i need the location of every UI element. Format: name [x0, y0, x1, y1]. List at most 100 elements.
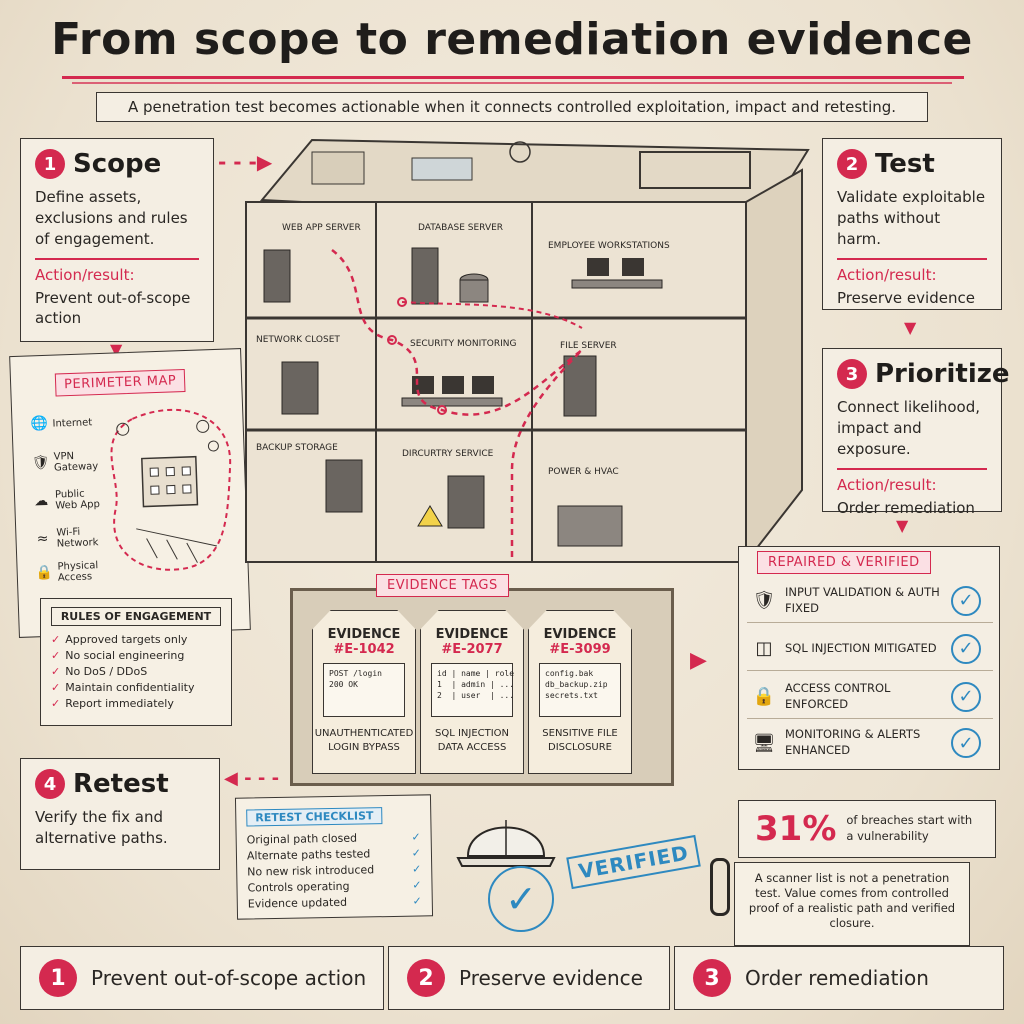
scanner-note: A scanner list is not a penetration test…	[734, 862, 970, 946]
step-scope-header: 1 Scope	[35, 149, 199, 179]
perimeter-map-drawing	[110, 408, 232, 571]
step-test-header: 2 Test	[837, 149, 987, 179]
step-number-badge: 4	[35, 769, 65, 799]
wifi-icon: ≈	[36, 530, 49, 548]
step-prioritize-card: 3 Prioritize Connect likelihood, impact …	[822, 348, 1010, 517]
repaired-item: ◫ SQL INJECTION MITIGATED ✓	[747, 627, 993, 671]
check-circle-icon: ✓	[951, 681, 981, 712]
perimeter-item-label: Internet	[52, 416, 93, 430]
step-scope-card: 1 Scope Define assets, exclusions and ru…	[20, 138, 214, 342]
step-description: Connect likelihood, impact and exposure.	[837, 398, 980, 458]
divider	[837, 258, 987, 260]
checklist-text: No new risk introduced	[247, 863, 375, 879]
repaired-item-text: SQL INJECTION MITIGATED	[785, 640, 937, 655]
monitor	[472, 376, 494, 394]
room-label: BACKUP STORAGE	[256, 443, 338, 453]
checklist-item: Evidence updated ✓	[248, 893, 422, 912]
rule-item: ✓Approved targets only	[51, 632, 221, 648]
perimeter-boundary	[110, 408, 232, 571]
rule-item: ✓ No DoS / DDoS	[51, 664, 221, 680]
perimeter-item: 🔒 Physical Access	[35, 560, 104, 584]
rule-text: Maintain confidentiality	[65, 680, 195, 694]
summary-item: 3 Order remediation	[674, 946, 1004, 1010]
evidence-caption: UNAUTHENTICATED LOGIN BYPASS	[314, 728, 414, 753]
evidence-tag-title: EVIDENCE	[327, 627, 401, 642]
divider	[35, 258, 199, 260]
arrow-test-down: ▼	[904, 318, 917, 337]
perimeter-item-label: Wi-Fi Network	[56, 526, 99, 550]
evidence-screen: id | name | role 1 | admin | ... 2 | use…	[431, 663, 514, 717]
step-number-badge: 2	[837, 149, 867, 179]
perimeter-item: ≈ Wi-Fi Network	[34, 526, 101, 550]
repaired-item-text: ACCESS CONTROL ENFORCED	[785, 680, 891, 711]
step-description: Validate exploitable paths without harm.	[837, 188, 986, 248]
step-description: Verify the fix and alternative paths.	[35, 808, 168, 847]
check-icon: ✓	[51, 633, 61, 646]
workstation-desk	[571, 279, 663, 289]
rule-text: No DoS / DDoS	[65, 664, 148, 678]
arrow-prioritize-down: ▼	[896, 516, 909, 535]
cloud-icon: ☁	[33, 492, 49, 510]
evidence-tags-label: EVIDENCE TAGS	[376, 574, 509, 597]
evidence-tag: EVIDENCE #E-1042 POST /login 200 OK UNAU…	[312, 610, 416, 774]
attack-node	[387, 335, 397, 345]
perimeter-item: ☁ Public Web App	[33, 488, 106, 512]
hard-hat-icon	[456, 820, 556, 867]
perimeter-building	[141, 455, 199, 508]
perimeter-item-label: Public Web App	[54, 488, 101, 512]
database-icon: ◫	[755, 638, 773, 659]
check-icon: ✓	[411, 846, 422, 860]
divider	[837, 468, 987, 470]
shield-icon: 🛡	[752, 590, 776, 611]
evidence-caption: SENSITIVE FILE DISCLOSURE	[542, 728, 618, 753]
rules-title: RULES OF ENGAGEMENT	[51, 607, 221, 626]
check-icon: ✓	[412, 894, 422, 908]
backup-rack	[325, 459, 363, 513]
rule-text: No social engineering	[65, 648, 185, 662]
attack-path	[331, 249, 583, 560]
step-retest-card: 4 Retest Verify the fix and alternative …	[20, 758, 220, 870]
repaired-item: 🖥 MONITORING & ALERTS ENHANCED ✓	[747, 721, 993, 765]
server-rack	[411, 247, 439, 305]
binder-clip-icon	[710, 858, 730, 916]
perimeter-item-label: Physical Access	[57, 560, 99, 584]
room-label: POWER & HVAC	[548, 467, 619, 477]
step-prioritize-header: 3 Prioritize	[837, 359, 1010, 389]
summary-text: Preserve evidence	[459, 966, 643, 990]
repaired-item-text: INPUT VALIDATION & AUTH FIXED	[785, 584, 940, 615]
evidence-tag-title: EVIDENCE	[435, 627, 509, 642]
attack-node	[397, 297, 407, 307]
check-icon: ✓	[51, 664, 61, 678]
room-label: DIRCURTRY SERVICE	[402, 449, 494, 459]
hvac-unit	[557, 505, 623, 547]
check-icon: ✓	[51, 648, 61, 662]
arrow-to-retest: ◀ - - -	[224, 768, 280, 789]
warning-icon	[417, 505, 443, 527]
verified-check-icon: ✓	[488, 866, 554, 932]
evidence-tag: EVIDENCE #E-2077 id | name | role 1 | ad…	[420, 610, 524, 774]
summary-text: Prevent out-of-scope action	[91, 966, 367, 990]
step-title: Retest	[73, 769, 169, 799]
action-label: Action/result:	[35, 265, 135, 284]
stat-text: of breaches start with a vulnerability	[846, 813, 973, 843]
check-icon: ✓	[411, 830, 421, 844]
rules-of-engagement-note: RULES OF ENGAGEMENT ✓Approved targets on…	[40, 598, 232, 726]
document-lock-icon: 🔒	[752, 686, 776, 707]
summary-number-badge: 3	[693, 959, 731, 997]
building-front	[245, 201, 747, 563]
action-text: Prevent out-of-scope action	[35, 288, 191, 327]
arrow-evidence-to-repaired: ▶	[690, 648, 707, 673]
check-circle-icon: ✓	[951, 633, 981, 664]
checklist-text: Evidence updated	[247, 895, 348, 911]
action-text: Preserve evidence	[837, 288, 975, 307]
breach-stat-card: 31% of breaches start with a vulnerabili…	[738, 800, 996, 858]
evidence-screen: POST /login 200 OK	[323, 663, 405, 717]
monitor-icon: 🖥	[752, 732, 776, 754]
roof-planter	[639, 151, 751, 189]
verified-stamp: VERIFIED	[566, 834, 702, 890]
summary-text: Order remediation	[745, 966, 929, 990]
lock-icon: 🔒	[35, 564, 54, 582]
evidence-screen: config.bak db_backup.zip secrets.txt	[539, 663, 621, 717]
summary-number-badge: 1	[39, 959, 77, 997]
room-label: SECURITY MONITORING	[410, 339, 516, 349]
